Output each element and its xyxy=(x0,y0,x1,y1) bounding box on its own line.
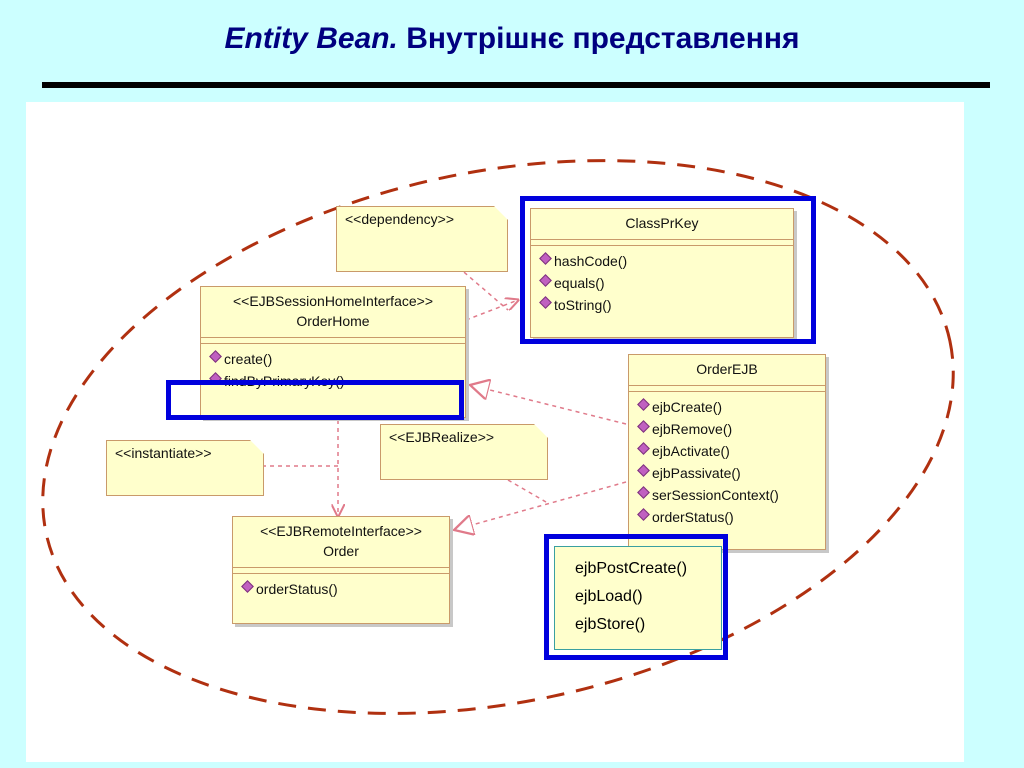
operation-item: ejbCreate() xyxy=(637,396,825,418)
class-orderejb: OrderEJB ejbCreate() ejbRemove() ejbActi… xyxy=(628,354,826,550)
diagram-canvas: <<dependency>> <<instantiate>> <<EJBReal… xyxy=(26,102,964,762)
highlight-findbyprimarykey xyxy=(166,380,464,420)
realize-order-arrow xyxy=(454,481,627,530)
dependency-note-link xyxy=(457,266,509,311)
attributes-compartment xyxy=(531,240,793,246)
operations-compartment: ejbCreate() ejbRemove() ejbActivate() ej… xyxy=(629,392,825,530)
attributes-compartment xyxy=(233,568,449,574)
highlight-callout xyxy=(544,534,728,660)
operation-icon xyxy=(637,464,650,477)
class-order: <<EJBRemoteInterface>> Order orderStatus… xyxy=(232,516,450,624)
operation-icon xyxy=(209,350,222,363)
extra-methods-callout: ejbPostCreate() ejbLoad() ejbStore() xyxy=(554,546,722,650)
realize-note-link xyxy=(507,479,547,503)
operation-item: ejbRemove() xyxy=(637,418,825,440)
operation-item: hashCode() xyxy=(539,250,793,272)
ejb-realize-note: <<EJBRealize>> xyxy=(380,424,548,480)
diagram-svg xyxy=(41,159,955,715)
highlight-classprkey xyxy=(520,196,816,344)
operation-icon xyxy=(637,486,650,499)
operation-icon xyxy=(637,398,650,411)
operation-label: ejbCreate() xyxy=(652,399,723,415)
operation-label: orderStatus() xyxy=(652,509,734,525)
operation-label: ejbPassivate() xyxy=(652,465,741,481)
operations-compartment: hashCode() equals() toString() xyxy=(531,246,793,318)
operation-icon xyxy=(637,508,650,521)
operation-label: equals() xyxy=(554,275,605,291)
operation-item: serSessionContext() xyxy=(637,484,825,506)
dependency-arrow xyxy=(465,300,518,321)
slide-title: Entity Bean. Внутрішнє представлення xyxy=(0,22,1024,56)
component-boundary-ellipse xyxy=(41,159,955,715)
operation-label: orderStatus() xyxy=(256,581,338,597)
class-stereotype: <<EJBRemoteInterface>> xyxy=(260,523,422,539)
class-name: OrderHome xyxy=(296,313,370,329)
operation-item: ejbPassivate() xyxy=(637,462,825,484)
title-divider xyxy=(42,82,990,88)
operation-label: hashCode() xyxy=(554,253,628,269)
instantiate-note-text: <<instantiate>> xyxy=(115,445,212,461)
operation-label: ejbActivate() xyxy=(652,443,730,459)
operations-compartment: orderStatus() xyxy=(233,574,449,602)
dependency-note: <<dependency>> xyxy=(336,206,508,272)
operation-item: orderStatus() xyxy=(241,578,449,600)
operation-icon xyxy=(637,420,650,433)
ejb-realize-note-text: <<EJBRealize>> xyxy=(389,429,495,445)
class-name: Order xyxy=(323,543,359,559)
operation-item: orderStatus() xyxy=(637,506,825,528)
class-header: <<EJBRemoteInterface>> Order xyxy=(233,517,449,568)
instantiate-note: <<instantiate>> xyxy=(106,440,264,496)
operation-item: ejbActivate() xyxy=(637,440,825,462)
callout-line: ejbStore() xyxy=(575,616,646,633)
operation-item: equals() xyxy=(539,272,793,294)
class-name: OrderEJB xyxy=(629,355,825,386)
title-italic: Entity Bean. xyxy=(224,22,398,55)
realize-home-arrow xyxy=(470,385,627,425)
class-stereotype: <<EJBSessionHomeInterface>> xyxy=(232,293,433,309)
operation-item: toString() xyxy=(539,294,793,316)
operation-icon xyxy=(241,580,254,593)
callout-line: ejbLoad() xyxy=(575,588,643,605)
callout-line: ejbPostCreate() xyxy=(575,560,688,577)
operation-label: ejbRemove() xyxy=(652,421,733,437)
title-text: Внутрішнє представлення xyxy=(406,22,800,55)
operation-item: create() xyxy=(209,348,465,370)
class-classprkey: ClassPrKey hashCode() equals() toString(… xyxy=(530,208,794,338)
operation-label: create() xyxy=(224,351,273,367)
operation-label: serSessionContext() xyxy=(652,487,779,503)
class-name: ClassPrKey xyxy=(531,209,793,240)
attributes-compartment xyxy=(201,338,465,344)
operation-label: toString() xyxy=(554,297,612,313)
attributes-compartment xyxy=(629,386,825,392)
dependency-note-text: <<dependency>> xyxy=(345,211,454,227)
class-header: <<EJBSessionHomeInterface>> OrderHome xyxy=(201,287,465,338)
operation-icon xyxy=(637,442,650,455)
